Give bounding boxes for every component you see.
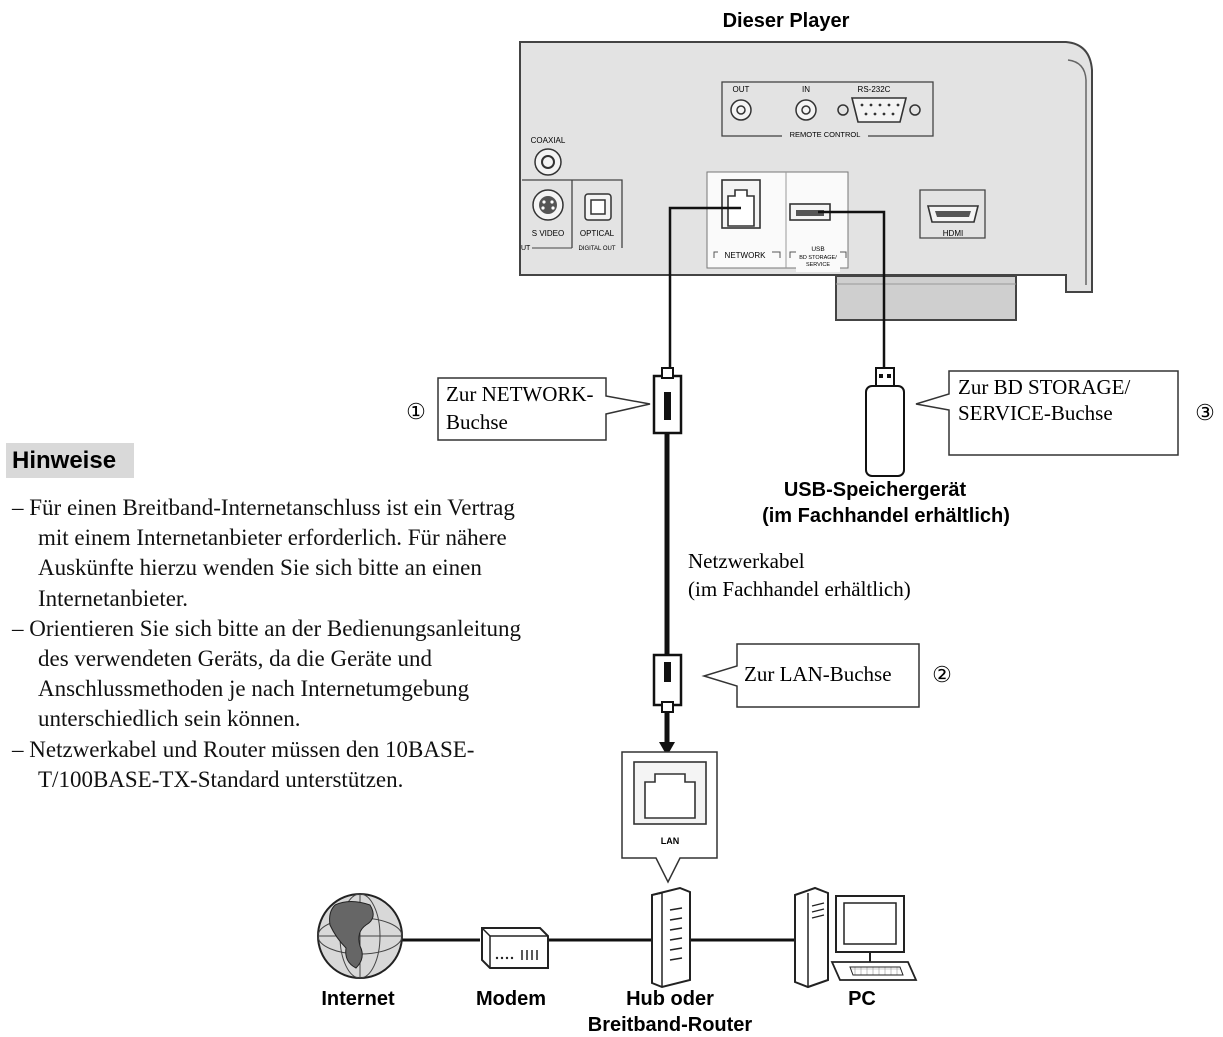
modem-icon [481, 927, 549, 969]
callout-lan: Zur LAN-Buchse ② [701, 643, 952, 708]
port-digital-out-label: DIGITAL OUT [578, 246, 615, 252]
network-plug-top [652, 367, 683, 435]
port-out-partial-label: UT [521, 245, 531, 252]
port-usb-label: USB [811, 246, 824, 253]
router-icon [651, 886, 691, 989]
notes-title: Hinweise [6, 443, 134, 478]
port-bd-storage-label: BD STORAGE/ [799, 255, 837, 261]
callout-number-2: ② [932, 662, 952, 687]
cable-line2: (im Fachhandel erhältlich) [688, 577, 911, 601]
lan-port-box: LAN [621, 751, 718, 884]
port-s-video-label: S VIDEO [532, 229, 564, 238]
port-hdmi-label: HDMI [943, 229, 963, 238]
note-item: – Orientieren Sie sich bitte an der Bedi… [12, 615, 522, 732]
usb-device-line2: (im Fachhandel erhältlich) [762, 505, 1010, 527]
cable-line1: Netzwerkabel [688, 549, 805, 573]
callout-bd-storage-line2: SERVICE-Buchse [958, 401, 1113, 425]
callout-number-3: ③ [1195, 400, 1215, 425]
port-optical-label: OPTICAL [580, 229, 615, 238]
remote-in-jack [795, 99, 817, 121]
callout-number-1: ① [406, 399, 426, 424]
internet-label: Internet [321, 988, 395, 1010]
usb-device-line1: USB-Speichergerät [784, 479, 967, 501]
callout-network-line2: Buchse [446, 410, 508, 434]
hub-label-line1: Hub oder [626, 988, 714, 1010]
remote-out-jack [730, 99, 752, 121]
globe-icon [317, 893, 403, 979]
notes-list: – Für einen Breitband-Internetanschluss … [8, 493, 528, 795]
rs232c-port [850, 97, 908, 123]
port-network-label: NETWORK [725, 251, 767, 260]
note-item: – Für einen Breitband-Internetanschluss … [12, 495, 515, 611]
device-title: Dieser Player [723, 10, 850, 32]
pc-label: PC [848, 988, 876, 1010]
lan-port-label: LAN [661, 836, 680, 846]
note-item: – Netzwerkabel und Router müssen den 10B… [12, 736, 475, 792]
network-plug-bottom [652, 653, 683, 713]
coaxial-jack [534, 148, 562, 176]
callout-bd-storage: Zur BD STORAGE/ SERVICE-Buchse ③ [915, 370, 1215, 456]
port-service-label: SERVICE [806, 262, 830, 268]
usb-stick [865, 367, 905, 477]
callout-bd-storage-line1: Zur BD STORAGE/ [958, 375, 1130, 399]
remote-control-label: REMOTE CONTROL [790, 130, 861, 139]
port-out-label: OUT [733, 85, 750, 94]
player-rear-panel: OUT IN RS-232C REMOTE CONTROL COAXIAL S … [519, 41, 1093, 321]
hub-label-line2: Breitband-Router [588, 1014, 753, 1036]
pc-icon [794, 886, 918, 989]
port-coaxial-label: COAXIAL [531, 136, 566, 145]
callout-network-line1: Zur NETWORK- [446, 382, 594, 406]
usb-cable-line [818, 210, 886, 368]
port-rs232c-label: RS-232C [858, 85, 891, 94]
callout-network: ① Zur NETWORK- Buchse [406, 377, 651, 441]
modem-label: Modem [476, 988, 546, 1010]
callout-lan-line1: Zur LAN-Buchse [744, 662, 892, 686]
port-in-label: IN [802, 85, 810, 94]
